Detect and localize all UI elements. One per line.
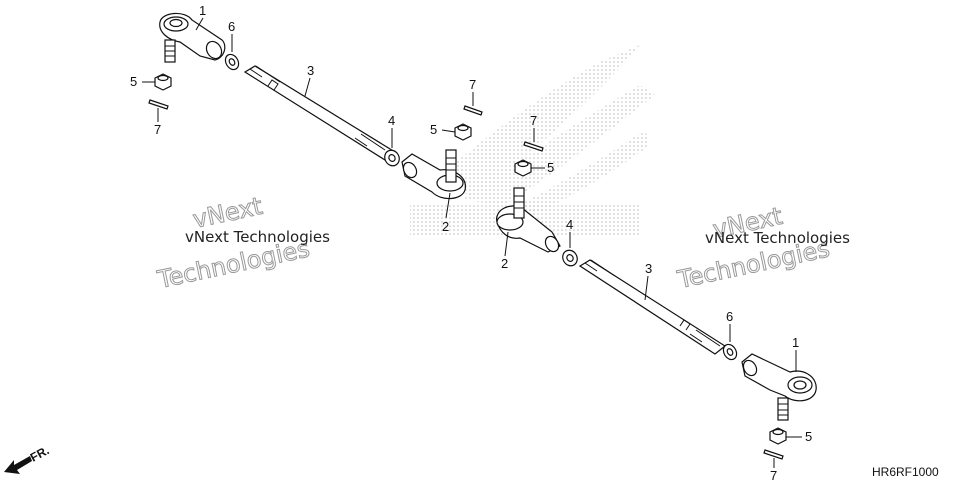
- callout-1-right: 1: [792, 335, 799, 350]
- callout-6-right: 6: [726, 309, 733, 324]
- callout-7-center-upper: 7: [469, 77, 476, 92]
- brand-wing-logo: [410, 45, 655, 235]
- callout-3-right: 3: [645, 261, 652, 276]
- front-direction-indicator: FR.: [4, 443, 51, 474]
- callout-2-center-right: 2: [501, 256, 508, 271]
- castle-nut-right: [769, 427, 787, 445]
- callout-3-left: 3: [307, 63, 314, 78]
- lock-nut-center-right: [562, 249, 578, 267]
- callout-2-center-left: 2: [442, 219, 449, 234]
- svg-text:vNext Technologies: vNext Technologies: [705, 229, 850, 247]
- callout-1-left: 1: [199, 3, 206, 18]
- lock-nut-center-left: [384, 149, 400, 167]
- cotter-pin-left: [148, 99, 169, 110]
- front-arrow-icon: [4, 456, 32, 474]
- tie-rod-left: [243, 65, 397, 161]
- callout-5-center-lower: 5: [547, 160, 554, 175]
- callout-numbers: 1 6 5 7 3 4 7 5 7 5 2 2 4 3 6 1 5 7: [130, 3, 812, 482]
- castle-nut-left: [154, 73, 172, 91]
- cotter-pin-right: [763, 449, 784, 460]
- watermark-left: vNext Technologies vNext Technologies: [154, 191, 330, 294]
- callout-7-left: 7: [154, 122, 161, 137]
- tie-rod-end-center-right: [496, 187, 561, 253]
- tie-rod-end-left: [159, 12, 226, 63]
- callout-6-left: 6: [228, 19, 235, 34]
- callout-7-right: 7: [770, 468, 777, 482]
- callout-4-right: 4: [566, 217, 573, 232]
- diagram-code: HR6RF1000: [872, 465, 939, 479]
- svg-text:vNext Technologies: vNext Technologies: [185, 228, 330, 246]
- tie-rod-end-center-left: [401, 149, 466, 200]
- callout-7-center-lower: 7: [530, 113, 537, 128]
- front-label: FR.: [28, 443, 52, 464]
- callout-4-left: 4: [388, 113, 395, 128]
- lock-nut-left: [224, 53, 240, 71]
- cotter-pin-center-upper: [463, 105, 483, 116]
- castle-nut-center-lower: [514, 159, 532, 177]
- lock-nut-right: [722, 343, 738, 361]
- callout-5-center-upper: 5: [430, 122, 437, 137]
- watermark-right: vNext Technologies vNext Technologies: [674, 201, 850, 294]
- tie-rod-end-right: [741, 353, 817, 421]
- castle-nut-center-upper: [454, 123, 472, 141]
- callout-5-right: 5: [805, 429, 812, 444]
- callout-5-left: 5: [130, 74, 137, 89]
- cotter-pin-center-lower: [523, 141, 544, 152]
- leader-lines: [142, 17, 802, 468]
